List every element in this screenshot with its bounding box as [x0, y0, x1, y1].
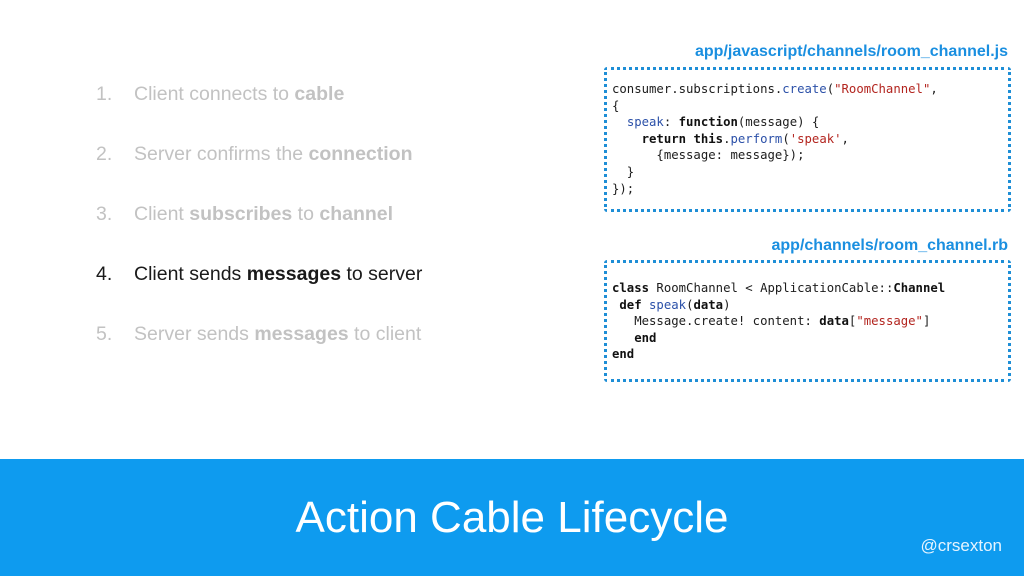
code-token: 'speak' [789, 131, 842, 146]
code-token: ] [922, 314, 931, 329]
step-text: to [292, 203, 320, 225]
step-item: 5. Server sends messages to client [96, 319, 421, 349]
code-line: return this.perform('speak', [612, 131, 938, 148]
slide-title: Action Cable Lifecycle [295, 493, 729, 542]
step-keyword: connection [308, 143, 413, 165]
code-token: }); [612, 181, 635, 196]
code-token: : [663, 115, 679, 130]
code-token: , [841, 131, 849, 146]
js-file-label: app/javascript/channels/room_channel.js [695, 43, 1008, 60]
code-line: }); [612, 181, 938, 198]
code-token [612, 115, 627, 129]
code-line: end [612, 330, 945, 347]
step-item: 4. Client sends messages to server [96, 259, 422, 289]
code-line: Message.create! content: data["message"] [612, 313, 945, 330]
code-token [612, 331, 634, 345]
step-keyword: messages [246, 263, 342, 285]
code-line: end [612, 346, 945, 363]
code-line: consumer.subscriptions.create("RoomChann… [612, 81, 938, 98]
code-token: . [723, 131, 731, 146]
code-token: [ [848, 314, 857, 329]
step-number: 1. [96, 83, 113, 105]
code-token: perform [730, 131, 783, 146]
rb-code-block: class RoomChannel < ApplicationCable::Ch… [612, 280, 945, 363]
step-keyword: messages [254, 323, 349, 345]
code-token: create [782, 82, 827, 96]
code-token [612, 132, 642, 146]
code-line: {message: message}); [612, 147, 938, 164]
code-token: consumer.subscriptions. [612, 82, 783, 96]
step-keyword: subscribes [189, 203, 293, 225]
code-token [642, 298, 649, 312]
step-number: 2. [96, 143, 113, 165]
code-token: def [619, 297, 642, 312]
code-token: {message: message}); [612, 148, 805, 163]
code-line: { [612, 98, 938, 115]
step-number: 5. [96, 323, 113, 345]
code-token: , [930, 82, 938, 96]
code-token: end [634, 330, 657, 345]
code-token: data [693, 297, 724, 312]
step-text: to server [341, 263, 423, 285]
step-number: 4. [96, 263, 113, 285]
code-token: speak [626, 115, 664, 130]
code-token: "message" [856, 314, 923, 329]
code-line: class RoomChannel < ApplicationCable::Ch… [612, 280, 945, 297]
code-token: Channel [893, 281, 946, 295]
rb-file-label: app/channels/room_channel.rb [771, 237, 1009, 254]
code-token: ( [686, 297, 694, 312]
code-token: function [678, 115, 738, 130]
code-token: Message.create! content: [612, 314, 820, 329]
step-text: to client [348, 323, 422, 345]
step-keyword: channel [319, 203, 394, 225]
code-line: def speak(data) [612, 297, 945, 314]
code-token: end [612, 347, 635, 362]
code-token: ( [826, 82, 835, 96]
code-token: (message) { [737, 115, 820, 130]
code-token: speak [649, 297, 687, 312]
code-token: ( [782, 131, 790, 146]
step-item: 2. Server confirms the connection [96, 139, 413, 169]
js-code-box: consumer.subscriptions.create("RoomChann… [604, 67, 1011, 212]
code-line: } [612, 164, 938, 181]
step-item: 3. Client subscribes to channel [96, 199, 393, 229]
code-token: RoomChannel < ApplicationCable:: [649, 281, 894, 295]
code-token: ) [723, 297, 731, 312]
code-token: this [693, 131, 724, 146]
author-handle: @crsexton [920, 536, 1002, 555]
step-item: 1. Client connects to cable [96, 79, 344, 109]
step-text: Server confirms the [134, 143, 309, 165]
code-token: { [612, 98, 620, 113]
step-text: Client [134, 203, 190, 225]
code-token: data [819, 314, 849, 329]
code-token: class [612, 281, 650, 295]
js-code-block: consumer.subscriptions.create("RoomChann… [612, 81, 938, 197]
step-number: 3. [96, 203, 113, 225]
code-token: "RoomChannel" [834, 82, 931, 96]
step-text: Client connects to [134, 83, 295, 105]
step-keyword: cable [294, 83, 345, 105]
step-text: Server sends [134, 323, 255, 345]
code-line: speak: function(message) { [612, 114, 938, 131]
code-token: return [641, 131, 687, 146]
footer-banner [0, 459, 1024, 576]
step-text: Client sends [134, 263, 247, 285]
rb-code-box: class RoomChannel < ApplicationCable::Ch… [604, 260, 1011, 382]
code-token: } [612, 164, 635, 179]
